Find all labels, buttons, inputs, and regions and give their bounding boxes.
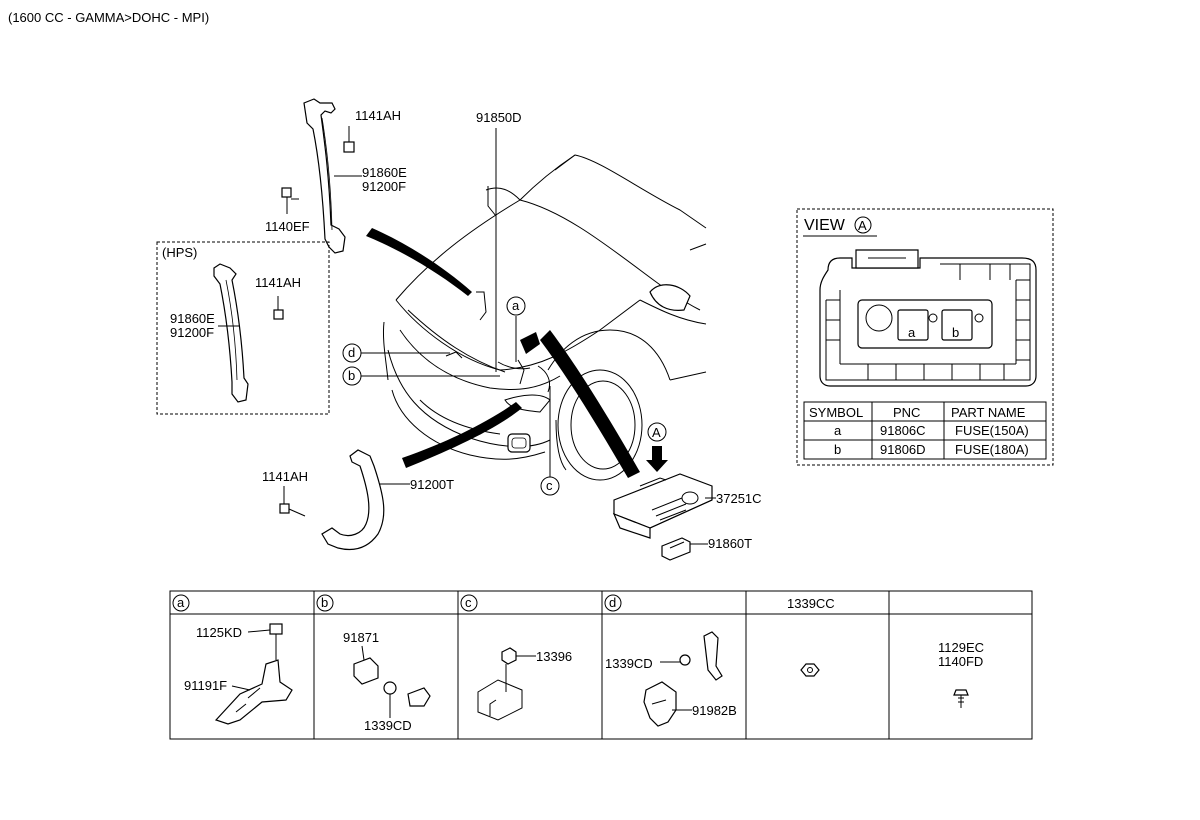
fuse-table-cell: 91806C bbox=[880, 423, 926, 438]
bolt-1141ah-hps-icon bbox=[273, 296, 284, 320]
detail-d-parts bbox=[643, 631, 723, 727]
detail-b-nut bbox=[383, 681, 397, 695]
junction-box-37251c bbox=[612, 473, 713, 539]
detail-marker-d bbox=[342, 343, 362, 363]
battery-cable-hps bbox=[213, 263, 249, 403]
label-1141ah-top: 1141AH bbox=[355, 108, 401, 123]
label-91200f-hps: 91200F bbox=[170, 325, 214, 340]
detail-marker-b bbox=[342, 366, 362, 386]
bolt-1141ah-top-icon bbox=[343, 126, 355, 153]
fuse-table-header-symbol: SYMBOL bbox=[809, 405, 863, 420]
label-1141ah-hps: 1141AH bbox=[255, 275, 301, 290]
label-1140ef: 1140EF bbox=[265, 219, 310, 234]
label-91982b: 91982B bbox=[692, 703, 737, 718]
label-91200f-top: 91200F bbox=[362, 179, 406, 194]
fuse-table-header-pnc: PNC bbox=[893, 405, 920, 420]
label-1129ec: 1129EC bbox=[938, 640, 984, 655]
detail-marker-d-letter: d bbox=[348, 345, 355, 360]
detail-header-d: d bbox=[609, 595, 616, 610]
pointer-arrow-top-icon bbox=[366, 228, 472, 296]
detail-marker-a bbox=[506, 296, 526, 316]
label-1125kd: 1125KD bbox=[196, 625, 242, 640]
detail-header-a: a bbox=[177, 595, 185, 610]
fuse-slot-a-label: a bbox=[908, 325, 916, 340]
view-a-arrow-icon bbox=[646, 446, 668, 472]
fuse-table-cell: b bbox=[834, 442, 841, 457]
label-91200t: 91200T bbox=[410, 477, 454, 492]
detail-c-bracket bbox=[477, 647, 523, 721]
detail-b-clip bbox=[353, 657, 379, 685]
fuse-table-cell: FUSE(180A) bbox=[955, 442, 1029, 457]
label-91860t: 91860T bbox=[708, 536, 752, 551]
label-91860e-top: 91860E bbox=[362, 165, 407, 180]
bolt-1140ef-icon bbox=[281, 187, 299, 214]
label-91191f: 91191F bbox=[184, 678, 227, 693]
harness-box-icon bbox=[520, 332, 540, 354]
detail-header-1339cc: 1339CC bbox=[787, 596, 835, 611]
bolt-1141ah-lower-icon bbox=[279, 486, 306, 517]
label-1339cd-d: 1339CD bbox=[605, 656, 653, 671]
engine-spec-title: (1600 CC - GAMMA>DOHC - MPI) bbox=[8, 10, 209, 25]
connector-91860t bbox=[661, 537, 691, 561]
detail-marker-c bbox=[540, 476, 560, 496]
bolt-1129ec-icon bbox=[953, 689, 969, 708]
view-a-marker-letter: A bbox=[652, 425, 661, 440]
pointer-arrow-lower-icon bbox=[402, 402, 522, 468]
label-1339cd-b: 1339CD bbox=[364, 718, 412, 733]
vehicle-front-outline bbox=[383, 154, 707, 481]
view-a-marker bbox=[647, 422, 667, 442]
label-91871: 91871 bbox=[343, 630, 379, 645]
view-title: VIEW bbox=[804, 217, 846, 234]
view-a-box bbox=[796, 208, 1054, 466]
detail-marker-b-letter: b bbox=[348, 368, 355, 383]
label-37251c: 37251C bbox=[716, 491, 762, 506]
detail-header-b: b bbox=[321, 595, 328, 610]
battery-cable-top bbox=[303, 98, 346, 254]
view-title-marker-letter: A bbox=[858, 218, 867, 233]
fuse-table: SYMBOL PNC PART NAME a 91806C FUSE(150A)… bbox=[803, 401, 1047, 460]
fuse-table-header-partname: PART NAME bbox=[951, 405, 1026, 420]
view-title-marker bbox=[854, 216, 872, 234]
fuse-table-cell: FUSE(150A) bbox=[955, 423, 1029, 438]
detail-table: a b c d 1339CC 1125KD 91191F 91871 1339C… bbox=[169, 590, 1033, 740]
detail-header-c: c bbox=[465, 595, 472, 610]
detail-marker-c-letter: c bbox=[546, 478, 553, 493]
hps-title: (HPS) bbox=[162, 245, 197, 260]
label-1140fd: 1140FD bbox=[938, 654, 983, 669]
label-91850d: 91850D bbox=[476, 110, 522, 125]
detail-a-bracket bbox=[214, 623, 293, 725]
fuse-table-cell: a bbox=[834, 423, 842, 438]
label-1141ah-lower: 1141AH bbox=[262, 469, 308, 484]
fuse-table-cell: 91806D bbox=[880, 442, 926, 457]
label-91860e-hps: 91860E bbox=[170, 311, 215, 326]
fuse-slot-b-label: b bbox=[952, 325, 959, 340]
battery-cable-lower bbox=[321, 449, 385, 551]
fuse-box-top-view: a b bbox=[819, 249, 1037, 387]
label-13396: 13396 bbox=[536, 649, 572, 664]
hps-variant-box bbox=[156, 241, 330, 415]
detail-marker-a-letter: a bbox=[512, 298, 520, 313]
pointer-arrow-right-icon bbox=[540, 330, 640, 478]
